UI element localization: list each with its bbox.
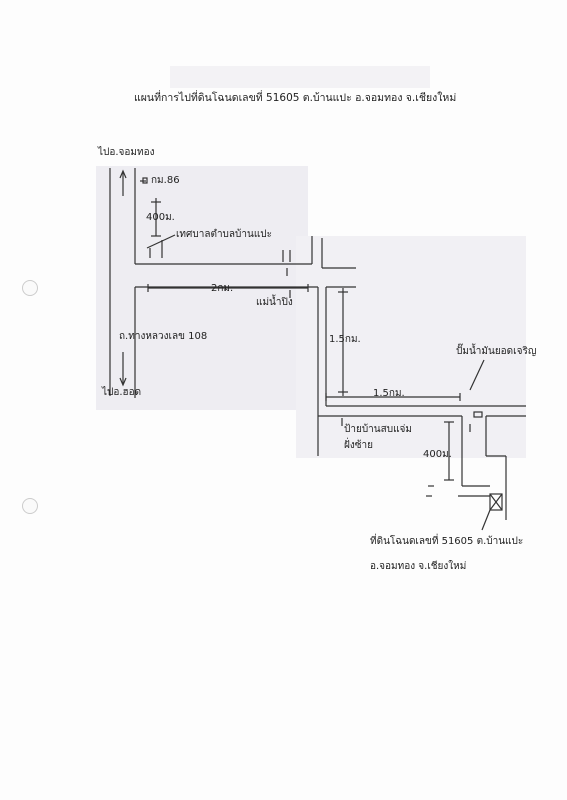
label-400m-bottom: 400ม. <box>423 449 452 460</box>
label-to-hot: ไปอ.ฮอด <box>102 387 142 398</box>
label-1-5km-horizontal: 1.5กม. <box>373 388 405 399</box>
label-to-chom-thong: ไปอ.จอมทอง <box>98 147 155 158</box>
map-title: แผนที่การไปที่ดินโฉนดเลขที่ 51605 ต.บ้าน… <box>134 92 457 104</box>
shaded-area-right <box>296 236 526 458</box>
label-gas-station: ปั๊มน้ำมันยอดเจริญ <box>456 346 537 357</box>
label-plot-line2: อ.จอมทอง จ.เชียงใหม่ <box>370 561 467 572</box>
label-km86: กม.86 <box>151 175 180 186</box>
km86-marker <box>142 177 148 184</box>
label-left-side: ฝั่งซ้าย <box>344 440 374 451</box>
punch-hole-bottom <box>22 498 38 514</box>
label-400m-top: 400ม. <box>146 212 175 223</box>
label-mae-ping-river: แม่น้ำปิง <box>256 297 293 308</box>
arrow-down-head <box>119 377 127 387</box>
label-ban-sop-chaem-sign: ป้ายบ้านสบแจ่ม <box>344 424 412 435</box>
label-plot-line1: ที่ดินโฉนดเลขที่ 51605 ต.บ้านแปะ <box>370 536 524 547</box>
punch-hole-top <box>22 280 38 296</box>
arrow-up-head <box>119 169 127 179</box>
label-ban-pae-municipality: เทศบาลตำบลบ้านแปะ <box>176 229 272 240</box>
label-highway-108: ถ.ทางหลวงเลข 108 <box>119 331 208 342</box>
plot-box <box>489 493 503 511</box>
scan-smudge <box>170 66 430 88</box>
label-1-5km-vertical: 1.5กม. <box>329 334 361 345</box>
label-2km: 2กม. <box>211 283 234 294</box>
plot-leader <box>481 509 491 531</box>
